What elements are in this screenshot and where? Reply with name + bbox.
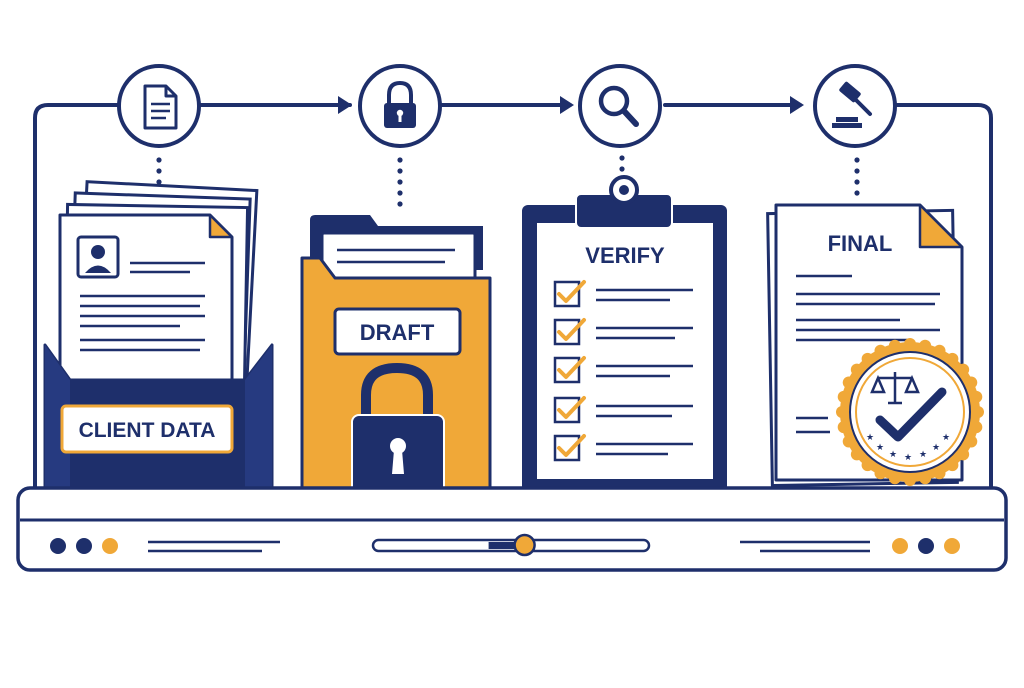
document-icon <box>143 84 178 130</box>
footer-right-dots <box>892 538 960 554</box>
user-avatar-icon <box>76 235 120 279</box>
seal-scallop <box>970 421 983 434</box>
checklist-item <box>553 280 693 308</box>
seal-scallop <box>861 352 874 365</box>
footer-left-dots <box>50 538 118 554</box>
seal-scallop <box>965 435 978 448</box>
seal-scallop <box>904 338 916 350</box>
timeline-footer-bar <box>16 486 1008 572</box>
seal-stars: ★ ★ ★ ★ ★ ★ ★ <box>866 432 950 462</box>
status-dot <box>76 538 92 554</box>
seal-scallop <box>933 344 946 357</box>
step-label-draft: DRAFT <box>360 320 435 345</box>
seal-scallop <box>861 459 874 472</box>
step-icon-magnifier <box>578 64 662 148</box>
checklist-clipboard-illustration: VERIFY <box>522 175 727 495</box>
checklist-item <box>553 356 693 384</box>
svg-text:★: ★ <box>866 432 874 442</box>
seal-scallop <box>972 406 984 418</box>
checklist-item <box>553 434 693 462</box>
dotted-connectors <box>156 155 860 207</box>
svg-text:★: ★ <box>919 449 927 459</box>
step-icon-gavel <box>813 64 897 148</box>
arrow-head-2 <box>560 96 574 114</box>
step-label-verify: VERIFY <box>585 243 665 268</box>
document-tray-illustration: CLIENT DATA <box>43 180 274 495</box>
seal-scallop <box>919 339 932 352</box>
seal-scallop <box>888 339 901 352</box>
seal-scallop <box>946 352 959 365</box>
scales-of-justice-icon <box>870 372 920 405</box>
status-dot <box>102 538 118 554</box>
seal-scallop <box>837 421 850 434</box>
svg-text:★: ★ <box>932 442 940 452</box>
seal-scallop <box>842 435 855 448</box>
arrow-head-3 <box>790 96 804 114</box>
svg-text:★: ★ <box>904 452 912 462</box>
checklist-item <box>553 396 693 424</box>
step-label-client-data: CLIENT DATA <box>79 419 216 442</box>
certification-seal-icon: ★ ★ ★ ★ ★ ★ ★ <box>836 338 984 486</box>
seal-scallop <box>836 406 848 418</box>
step-icon-padlock <box>358 64 442 148</box>
checklist-item <box>553 318 693 346</box>
seal-scallop <box>957 448 970 461</box>
svg-text:★: ★ <box>942 432 950 442</box>
step-label-final: FINAL <box>828 231 893 256</box>
seal-scallop <box>874 467 887 480</box>
magnifier-icon <box>598 85 639 127</box>
seal-scallop <box>874 344 887 357</box>
timeline-slider[interactable] <box>371 533 651 557</box>
seal-scallop <box>888 472 901 485</box>
slider-thumb[interactable] <box>513 533 536 557</box>
seal-scallop <box>919 472 932 485</box>
gavel-icon <box>832 81 872 128</box>
svg-text:★: ★ <box>889 449 897 459</box>
locked-folder-illustration: DRAFT <box>300 215 492 498</box>
svg-text:★: ★ <box>876 442 884 452</box>
status-dot <box>892 538 908 554</box>
checklist-rows <box>553 280 693 462</box>
seal-scallop <box>970 390 983 403</box>
seal-scallop <box>850 363 863 376</box>
seal-scallop <box>965 376 978 389</box>
seal-scallop <box>850 448 863 461</box>
status-dot <box>50 538 66 554</box>
seal-scallop <box>837 390 850 403</box>
certified-document-illustration: FINAL ★ <box>766 203 984 488</box>
seal-scallop <box>946 459 959 472</box>
workflow-frame <box>33 103 993 502</box>
status-dot <box>944 538 960 554</box>
seal-scallop <box>904 474 916 486</box>
folder-padlock-icon <box>351 362 445 498</box>
seal-scallop <box>957 363 970 376</box>
step-icon-document <box>117 64 201 148</box>
arrow-head-1 <box>338 96 352 114</box>
seal-scallop <box>842 376 855 389</box>
seal-scallop <box>933 467 946 480</box>
status-dot <box>918 538 934 554</box>
padlock-icon <box>384 80 416 128</box>
slider-fill <box>488 542 525 549</box>
